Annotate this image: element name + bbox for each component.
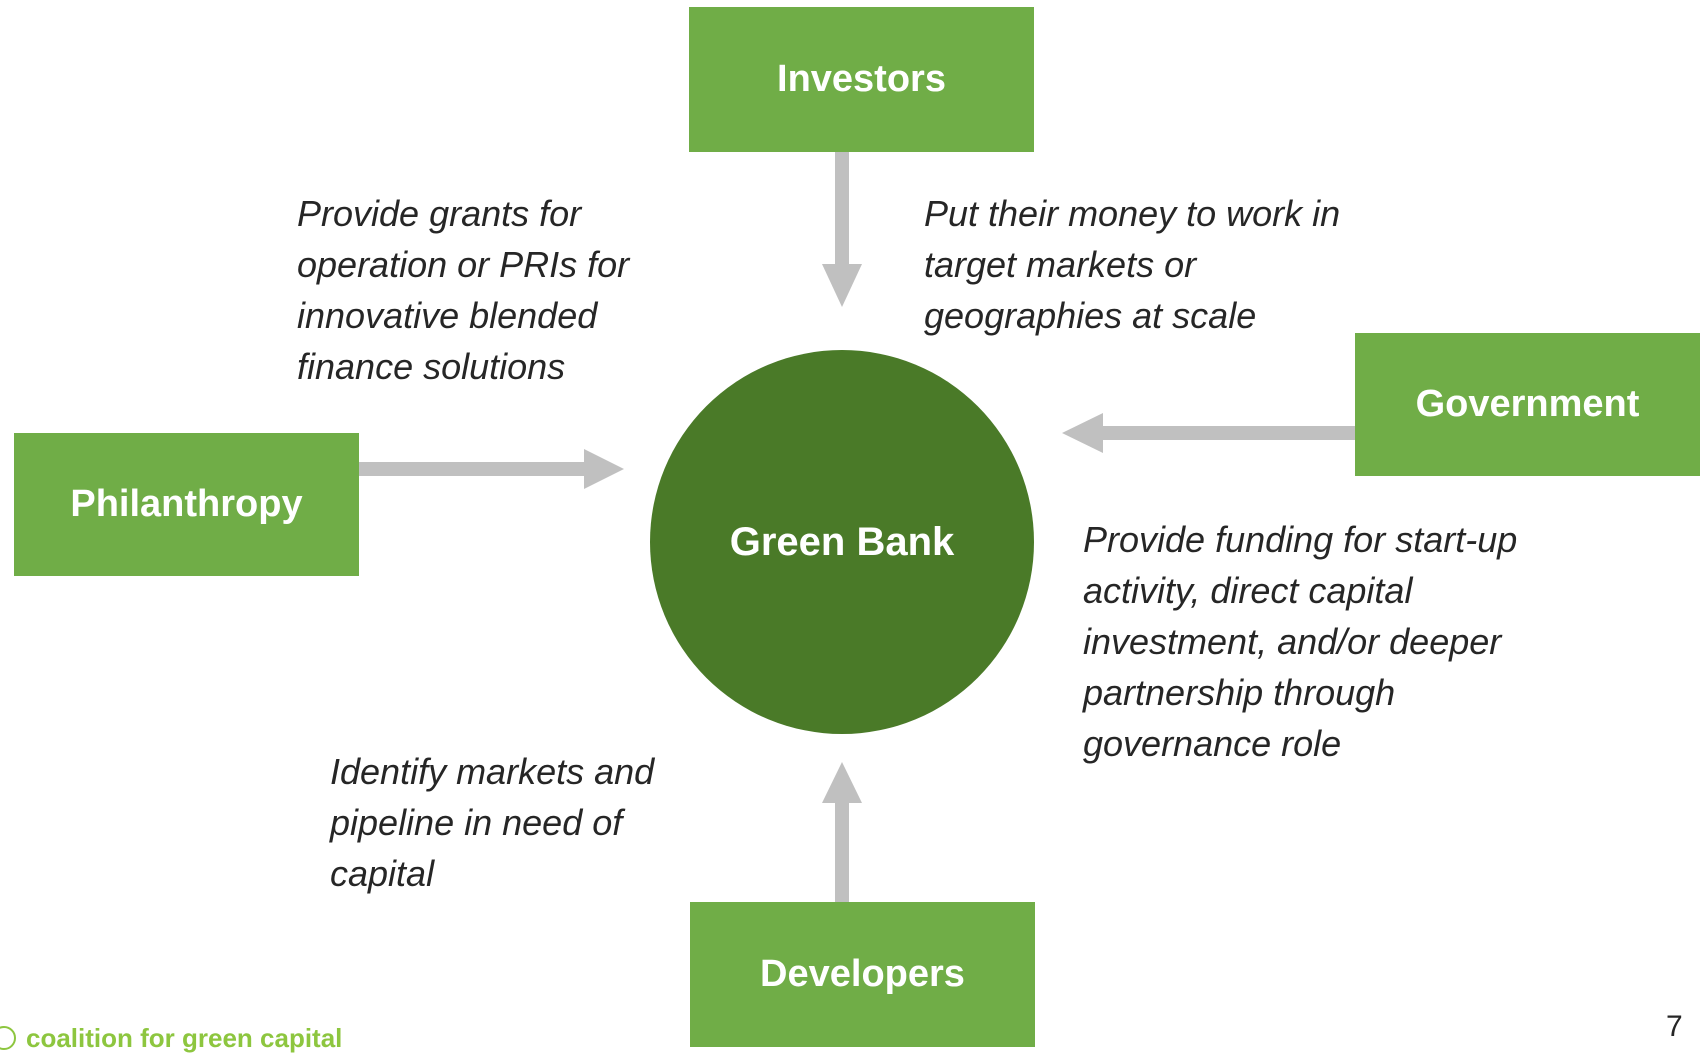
government-description-line: partnership through (1083, 672, 1396, 713)
philanthropy-description-line: innovative blended (297, 295, 598, 336)
developers-description-line: Identify markets and (330, 751, 655, 792)
page-number: 7 (1666, 1010, 1683, 1043)
logo-text: coalition for green capital (26, 1022, 343, 1053)
investors-description-line: target markets or (924, 244, 1197, 285)
investors-label: Investors (777, 58, 946, 100)
developers-description-line: pipeline in need of (330, 802, 623, 843)
investors-description: Put their money to work in target market… (924, 188, 1340, 341)
government-box: Government (1355, 333, 1700, 476)
investors-description-line: Put their money to work in (924, 193, 1341, 234)
developers-label: Developers (760, 953, 965, 995)
government-description: Provide funding for start-up activity, d… (1083, 514, 1517, 769)
green-bank-circle: Green Bank (650, 350, 1034, 734)
logo-icon (0, 1026, 16, 1050)
footer-logo: coalition for green capital (0, 1023, 342, 1053)
developers-description: Identify markets and pipeline in need of… (330, 746, 654, 899)
green-bank-label: Green Bank (729, 519, 955, 564)
arrow-philanthropy-to-green-bank (359, 449, 624, 489)
philanthropy-description-line: finance solutions (297, 346, 566, 387)
developers-description-line: capital (330, 853, 435, 894)
government-description-line: Provide funding for start-up (1083, 519, 1518, 560)
government-description-line: investment, and/or deeper (1083, 621, 1502, 662)
philanthropy-box: Philanthropy (14, 433, 359, 576)
arrow-government-to-green-bank (1062, 413, 1355, 453)
philanthropy-label: Philanthropy (70, 483, 303, 525)
developers-box: Developers (690, 902, 1035, 1047)
arrow-investors-to-green-bank (822, 152, 862, 307)
arrow-developers-to-green-bank (822, 762, 862, 902)
government-label: Government (1415, 383, 1640, 425)
government-description-line: activity, direct capital (1083, 570, 1413, 611)
philanthropy-description-line: Provide grants for (297, 193, 582, 234)
investors-box: Investors (689, 7, 1034, 152)
philanthropy-description: Provide grants for operation or PRIs for… (297, 188, 629, 392)
investors-description-line: geographies at scale (924, 295, 1257, 336)
philanthropy-description-line: operation or PRIs for (297, 244, 630, 285)
government-description-line: governance role (1083, 723, 1342, 764)
